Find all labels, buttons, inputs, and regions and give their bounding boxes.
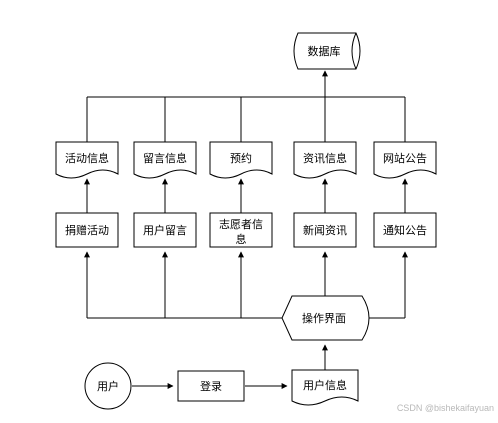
process-label-line-2: 息	[236, 232, 247, 246]
login-label: 登录	[200, 379, 222, 393]
document-site-notice: 网站公告	[373, 141, 437, 179]
document-label: 资讯信息	[303, 151, 347, 165]
process-label: 通知公告	[383, 223, 427, 237]
document-activity-info: 活动信息	[55, 141, 119, 179]
process-notice: 通知公告	[373, 212, 437, 248]
document-news-info: 资讯信息	[293, 141, 357, 179]
process-label-line-1: 志愿者信	[219, 218, 263, 231]
operation-interface-node: 操作界面	[281, 295, 370, 341]
user-info-node: 用户信息	[291, 369, 359, 406]
interface-to-process-arrows	[84, 251, 408, 319]
document-label: 网站公告	[383, 151, 427, 165]
process-to-document-arrows	[84, 178, 408, 213]
watermark-text: CSDN @bishekaifayuan	[397, 403, 494, 413]
process-user-message: 用户留言	[133, 212, 197, 248]
process-label: 用户留言	[143, 223, 187, 237]
process-volunteer-info: 志愿者信 息	[209, 212, 273, 248]
bus-to-database	[86, 70, 406, 142]
user-info-label: 用户信息	[303, 378, 347, 392]
process-label: 新闻资讯	[303, 223, 347, 237]
document-message-info: 留言信息	[133, 141, 197, 179]
document-label: 活动信息	[65, 151, 109, 165]
document-label: 留言信息	[143, 151, 187, 165]
user-node: 用户	[84, 362, 132, 410]
process-donation-activity: 捐赠活动	[55, 212, 119, 248]
process-news: 新闻资讯	[293, 212, 357, 248]
document-label: 预约	[230, 152, 252, 165]
database-label: 数据库	[308, 44, 341, 58]
process-label: 捐赠活动	[65, 223, 109, 237]
login-node: 登录	[177, 370, 245, 402]
interface-label: 操作界面	[302, 311, 346, 325]
database-node: 数据库	[293, 32, 361, 70]
document-reservation: 预约	[209, 141, 273, 179]
user-label: 用户	[97, 379, 119, 393]
